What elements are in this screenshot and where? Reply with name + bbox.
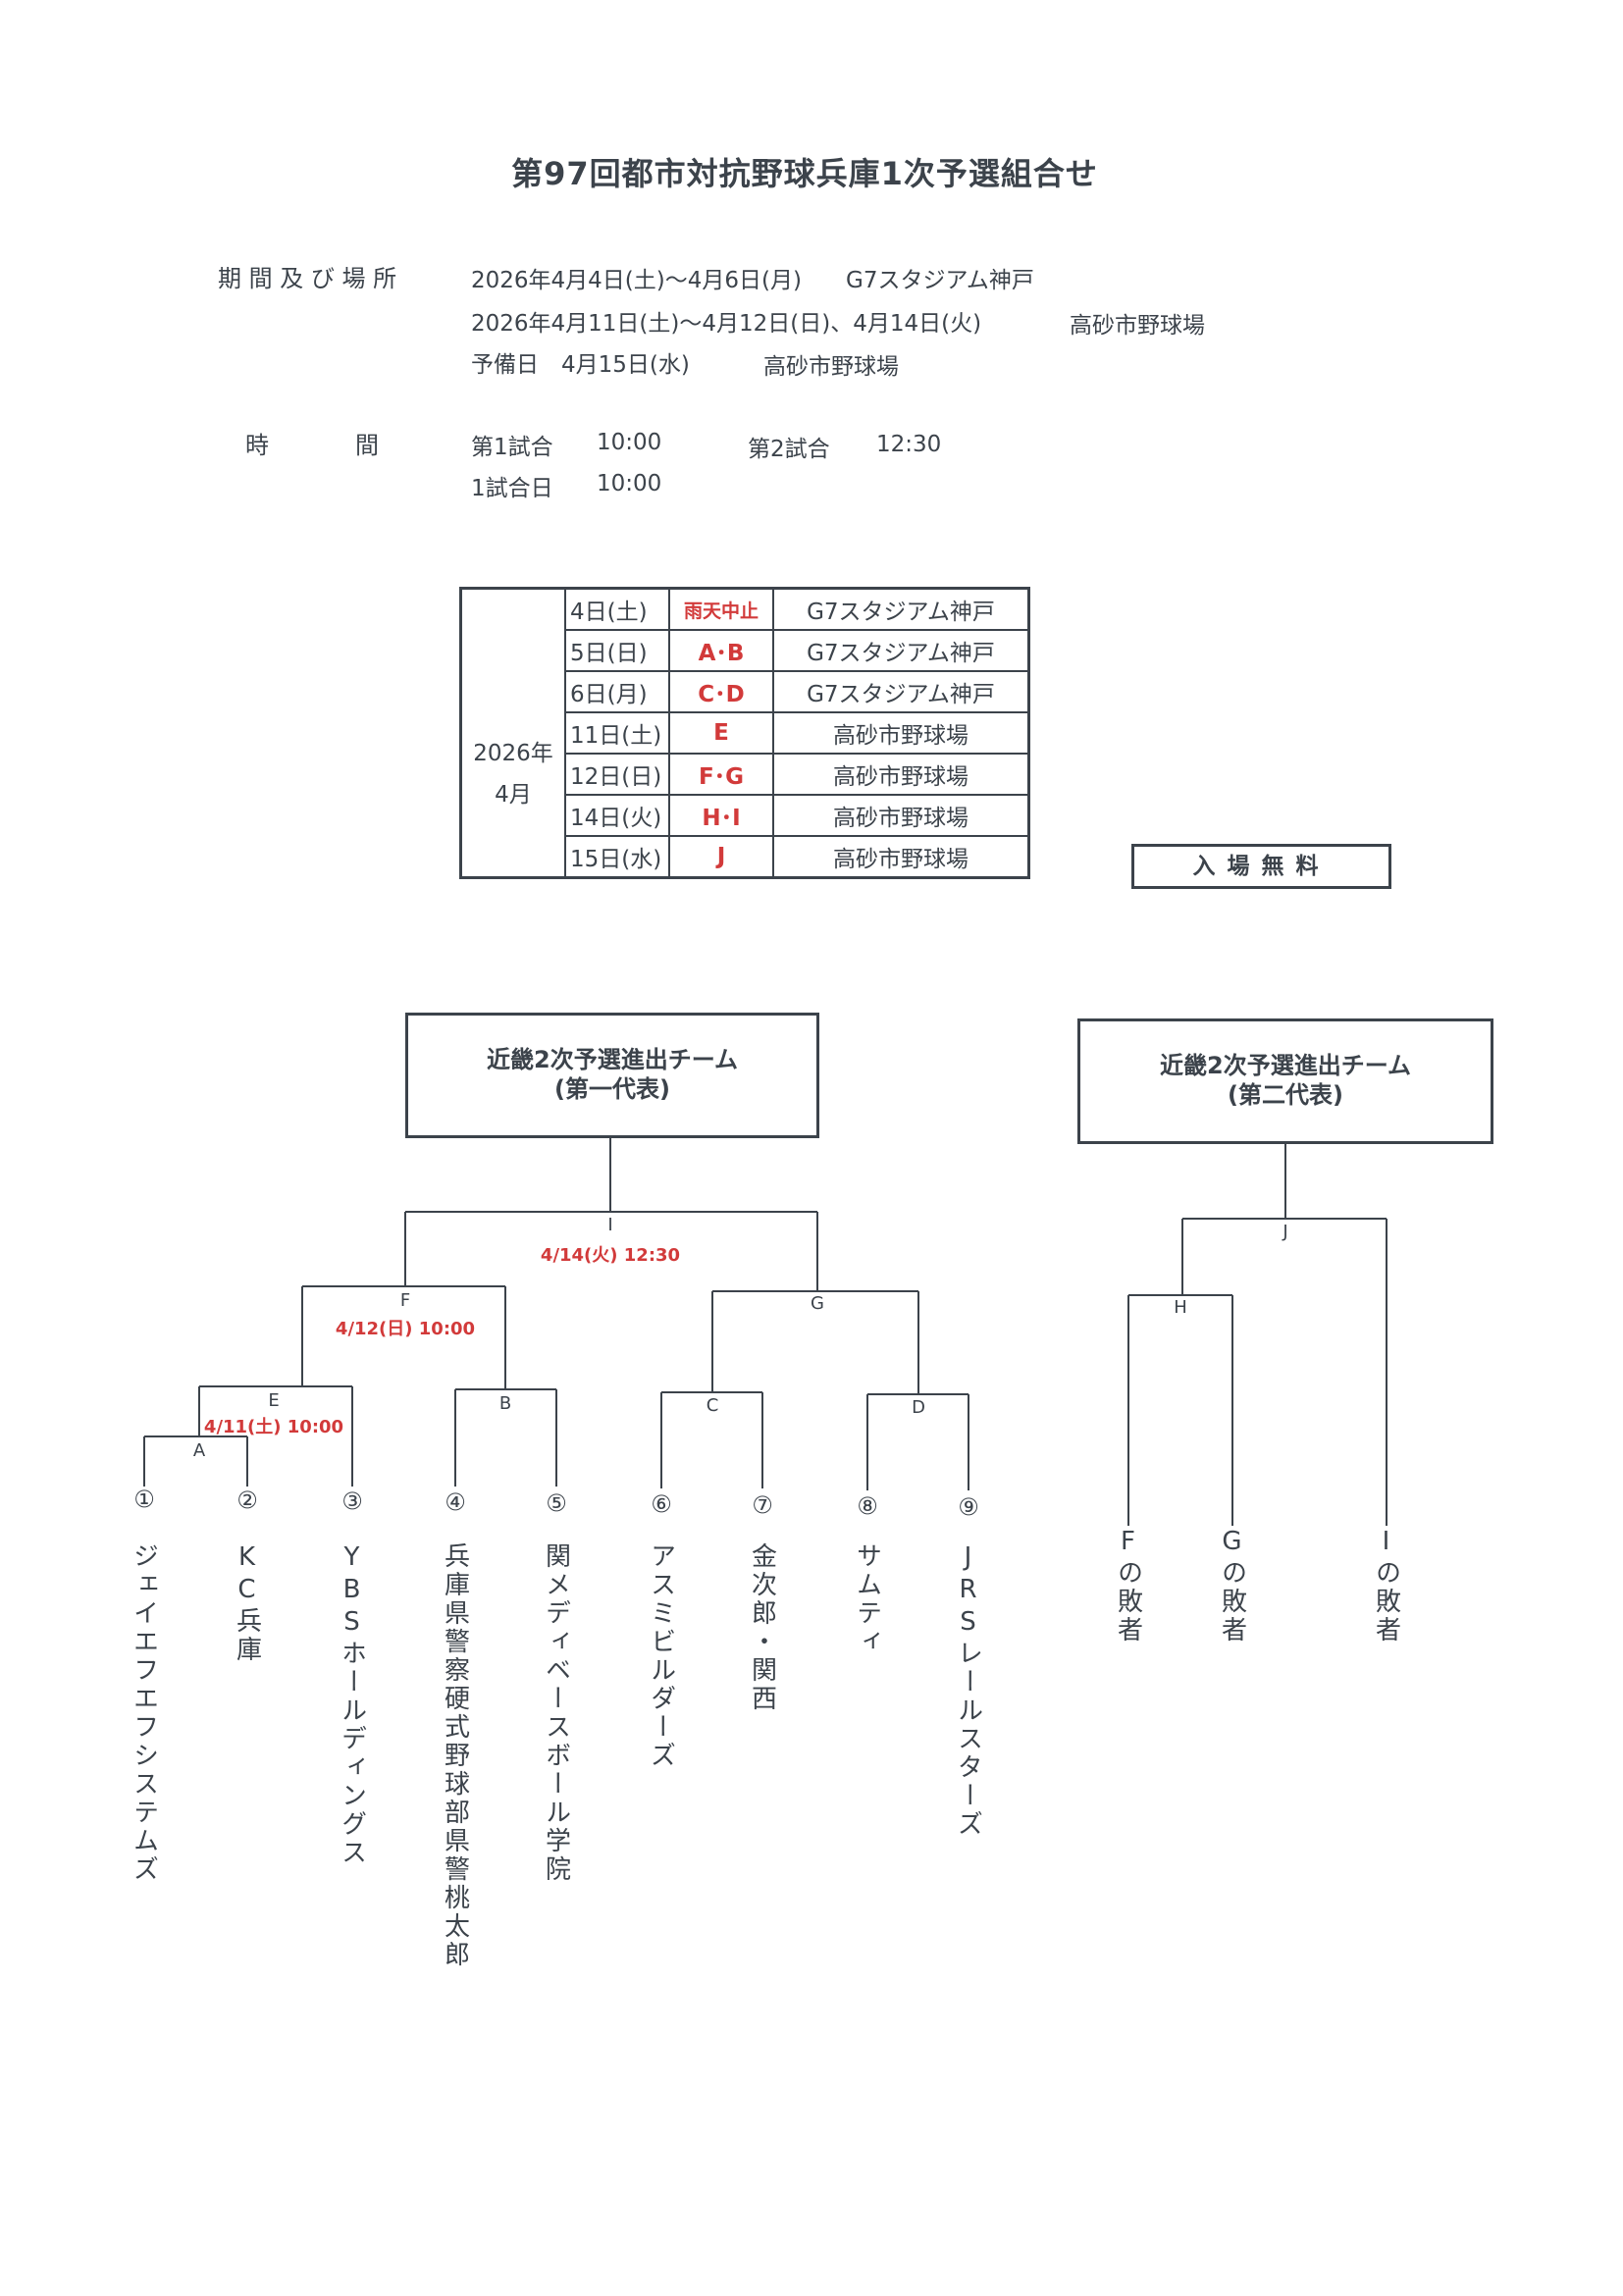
advance-box-first: 近畿2次予選進出チーム (第一代表) <box>405 1013 819 1138</box>
advance-second-line2: (第二代表) <box>1228 1081 1343 1109</box>
schedule-game: 雨天中止 <box>668 587 774 631</box>
advance-box-second: 近畿2次予選進出チーム (第二代表) <box>1077 1018 1493 1144</box>
seed-number: ⑧ <box>857 1492 878 1520</box>
schedule-year-month: 2026年 4月 <box>459 587 566 879</box>
period-dates-2: 2026年4月11日(土)～4月12日(日)、4月14日(火) <box>471 311 982 337</box>
period-venue-1: G7スタジアム神戸 <box>846 268 1034 293</box>
free-admission-box: 入場無料 <box>1131 844 1391 889</box>
team-name: YBSホールディングス <box>337 1542 367 1867</box>
schedule-game: F･G <box>668 753 774 796</box>
schedule-game: H･I <box>668 794 774 837</box>
seed-number: ⑤ <box>546 1489 567 1517</box>
seed-number: ④ <box>445 1488 466 1516</box>
loser-slot: Fの敗者 <box>1113 1527 1143 1644</box>
game1-time: 10:00 <box>597 430 662 455</box>
game-label-h: H <box>1174 1297 1187 1318</box>
schedule-month: 4月 <box>495 782 532 808</box>
game-label-e: E <box>268 1390 280 1411</box>
loser-slot: Iの敗者 <box>1371 1527 1401 1644</box>
seed-number: ③ <box>341 1487 363 1515</box>
schedule-venue: 高砂市野球場 <box>772 835 1030 879</box>
game-label-a: A <box>192 1440 206 1461</box>
game-date-i: 4/14(火) 12:30 <box>540 1245 681 1266</box>
team-name: KC兵庫 <box>232 1542 262 1664</box>
seed-number: ⑦ <box>752 1491 773 1519</box>
schedule-venue: 高砂市野球場 <box>772 753 1030 796</box>
schedule-date: 11日(土) <box>564 711 670 755</box>
game2-label: 第2試合 <box>748 437 830 462</box>
period-dates-1: 2026年4月4日(土)～4月6日(月) <box>471 268 802 293</box>
advance-first-line2: (第一代表) <box>554 1075 670 1103</box>
seed-number: ⑨ <box>958 1493 979 1521</box>
time-label-2: 間 <box>355 432 379 459</box>
reserve-day: 予備日 4月15日(水) <box>471 352 690 378</box>
game2-time: 12:30 <box>876 432 942 457</box>
game-label-i: I <box>607 1215 613 1235</box>
game-date-e: 4/11(土) 10:00 <box>203 1417 344 1437</box>
game-label-c: C <box>706 1395 719 1416</box>
line-game-g <box>712 1212 918 1292</box>
schedule-game: E <box>668 711 774 755</box>
schedule-venue: G7スタジアム神戸 <box>772 629 1030 672</box>
schedule-year: 2026年 <box>473 741 553 766</box>
seed-number: ① <box>133 1486 155 1513</box>
game-label-f: F <box>399 1290 411 1311</box>
advance-first-line1: 近畿2次予選進出チーム <box>487 1046 738 1073</box>
page-title: 第97回都市対抗野球兵庫1次予選組合せ <box>511 155 1098 192</box>
line-game-d <box>866 1291 969 1490</box>
schedule-date: 15日(水) <box>564 835 670 879</box>
schedule-venue: G7スタジアム神戸 <box>772 587 1030 631</box>
schedule-date: 6日(月) <box>564 670 670 713</box>
game-label-g: G <box>811 1293 824 1314</box>
team-name: 関メディベースボール学院 <box>541 1542 571 1884</box>
team-name: サムティ <box>852 1542 882 1656</box>
team-name: 兵庫県警察硬式野球部県警桃太郎 <box>440 1542 470 1969</box>
reserve-venue: 高砂市野球場 <box>763 354 899 380</box>
single-day-time: 10:00 <box>597 471 662 496</box>
line-game-b <box>454 1286 557 1487</box>
time-label-1: 時 <box>245 432 269 459</box>
game1-label: 第1試合 <box>471 435 553 460</box>
single-day-label: 1試合日 <box>471 476 553 501</box>
schedule-game: A･B <box>668 629 774 672</box>
period-label: 期 間 及 び 場 所 <box>218 265 397 292</box>
schedule-date: 5日(日) <box>564 629 670 672</box>
schedule-game: C･D <box>668 670 774 713</box>
line-final-second <box>1182 1144 1387 1526</box>
schedule-game: J <box>668 835 774 879</box>
seed-number: ② <box>236 1487 258 1514</box>
schedule-venue: G7スタジアム神戸 <box>772 670 1030 713</box>
advance-second-line1: 近畿2次予選進出チーム <box>1160 1052 1411 1079</box>
team-name: 金次郎・関西 <box>747 1542 777 1713</box>
game-label-b: B <box>498 1393 512 1414</box>
schedule-date: 14日(火) <box>564 794 670 837</box>
game-label-j: J <box>1283 1222 1288 1242</box>
schedule-date: 4日(土) <box>564 587 670 631</box>
line-game-h <box>1127 1219 1233 1526</box>
loser-slot: Gの敗者 <box>1217 1527 1247 1644</box>
line-game-e <box>199 1286 353 1487</box>
schedule-venue: 高砂市野球場 <box>772 794 1030 837</box>
line-game-c <box>660 1291 763 1488</box>
seed-number: ⑥ <box>651 1490 672 1518</box>
line-game-f <box>302 1212 505 1287</box>
schedule-date: 12日(日) <box>564 753 670 796</box>
schedule-venue: 高砂市野球場 <box>772 711 1030 755</box>
line-final-first <box>405 1138 817 1213</box>
team-name: JRSレールスターズ <box>953 1542 983 1839</box>
game-date-f: 4/12(日) 10:00 <box>335 1319 476 1339</box>
period-venue-2: 高砂市野球場 <box>1070 313 1205 339</box>
team-name: ジェイエフエフシステムズ <box>129 1542 159 1884</box>
line-game-a <box>143 1386 248 1487</box>
game-label-d: D <box>912 1397 925 1418</box>
team-name: アスミビルダーズ <box>646 1542 676 1770</box>
